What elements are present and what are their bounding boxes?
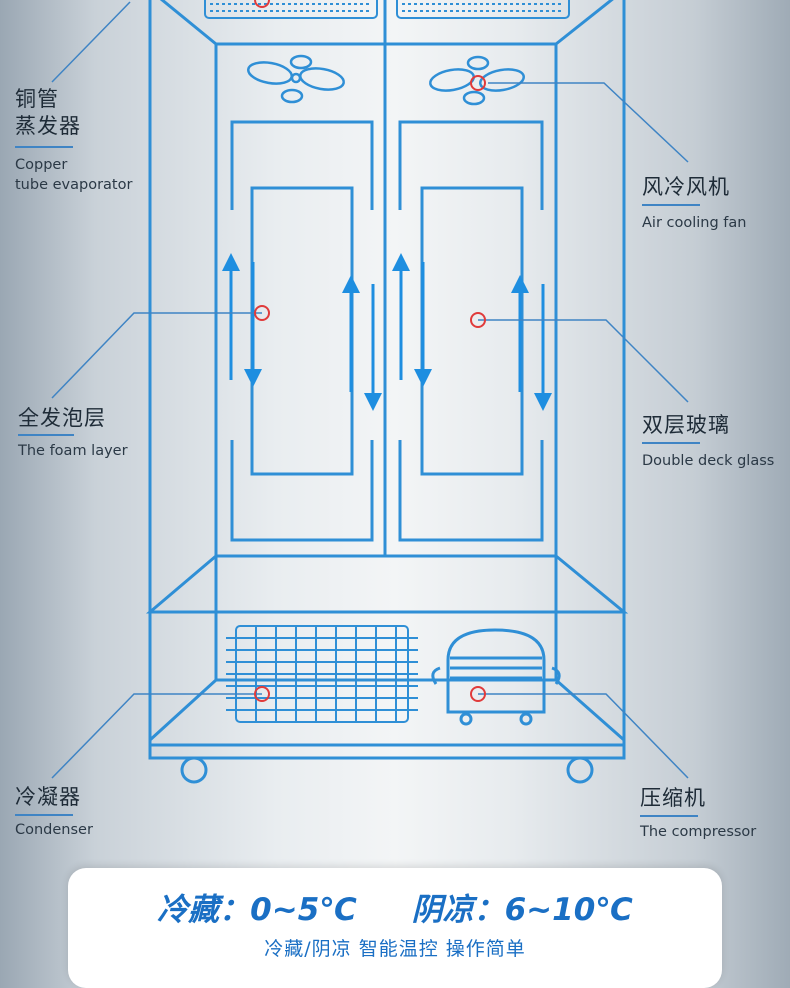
condenser-en: Condenser (15, 822, 93, 838)
label-condenser: 冷凝器 (15, 784, 81, 811)
compressor-cn: 压缩机 (640, 786, 706, 810)
condenser-icon (226, 625, 418, 723)
glass-doors (230, 120, 544, 542)
label-foam: 全发泡层 (18, 405, 106, 432)
label-compressor-en: The compressor (640, 822, 756, 842)
label-foam-en: The foam layer (18, 441, 128, 461)
callout-lines (51, 1, 689, 779)
label-compressor: 压缩机 (640, 785, 706, 812)
foam-cn: 全发泡层 (18, 406, 106, 430)
compressor-icon (431, 628, 561, 726)
top-vents (204, 0, 570, 19)
point-markers (254, 0, 486, 702)
temperature-ranges: 冷藏：0~5℃ 阴凉：6~10℃ (68, 884, 722, 929)
cabinet-frame (145, 0, 629, 760)
foam-underline (18, 434, 74, 436)
fan-en: Air cooling fan (642, 215, 747, 231)
label-condenser-en: Condenser (15, 820, 93, 840)
foam-en: The foam layer (18, 443, 128, 459)
label-glass: 双层玻璃 (642, 412, 730, 439)
condenser-cn: 冷凝器 (15, 785, 81, 809)
wheels (180, 756, 594, 784)
evaporator-underline (15, 146, 73, 148)
evaporator-en-line2: tube evaporator (15, 177, 133, 193)
compressor-en: The compressor (640, 824, 757, 840)
label-glass-en: Double deck glass (642, 451, 774, 471)
label-evaporator: 铜管 蒸发器 (15, 86, 81, 140)
label-evaporator-en: Copper tube evaporator (15, 155, 132, 195)
fan-left-icon (247, 54, 345, 104)
condenser-underline (15, 814, 73, 816)
label-fan: 风冷风机 (642, 174, 730, 201)
evaporator-cn-line1: 铜管 (15, 87, 59, 111)
cabinet-schematic (51, 0, 689, 784)
evaporator-cn-line2: 蒸发器 (15, 114, 81, 138)
glass-underline (642, 442, 700, 444)
evaporator-en-line1: Copper (15, 157, 68, 173)
glass-en: Double deck glass (642, 453, 775, 469)
fan-cn: 风冷风机 (642, 175, 730, 199)
label-fan-en: Air cooling fan (642, 213, 746, 233)
cool-shade-range: 阴凉：6~10℃ (411, 892, 633, 928)
fan-right-icon (429, 55, 525, 106)
cold-storage-range: 冷藏：0~5℃ (157, 892, 357, 928)
compressor-underline (640, 815, 698, 817)
cabinet-diagram: 铜管 蒸发器 Copper tube evaporator 风冷风机 Air c… (15, 0, 775, 960)
airflow-arrows (222, 253, 552, 411)
fan-underline (642, 204, 700, 206)
features-line: 冷藏/阴凉 智能温控 操作简单 (264, 938, 526, 960)
glass-cn: 双层玻璃 (642, 413, 730, 437)
